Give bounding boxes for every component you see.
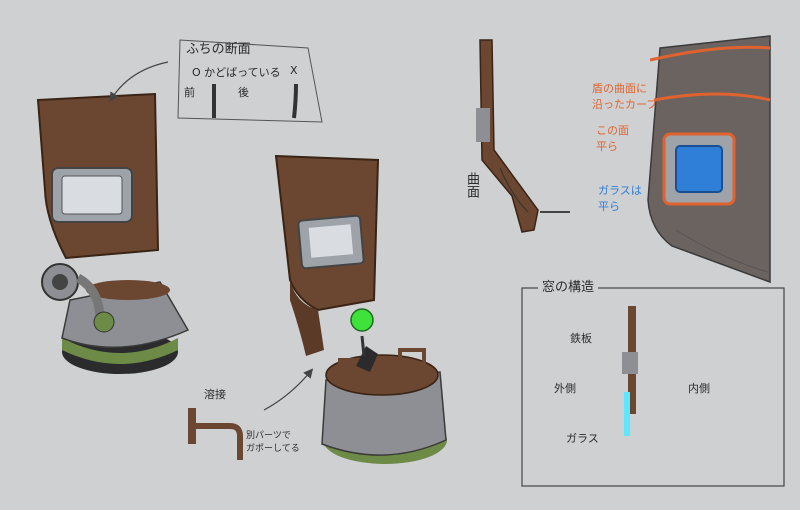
robot-angle-view [274, 154, 447, 464]
weld-pipe [196, 423, 243, 460]
window-closeup [647, 35, 771, 284]
this-face-flat-label: この面 平ら [596, 124, 629, 153]
rim-front-label: 前 [184, 86, 195, 99]
separate-parts-label: 別パーツで ガポーしてる [246, 431, 300, 454]
curved-surface-label: 曲面 [464, 172, 479, 198]
welding-detail [188, 368, 314, 460]
structure-glass [624, 392, 630, 436]
robot2-handle-left [338, 358, 358, 378]
curve-along-shield-label: 盾の曲面に 沿ったカーブ [592, 82, 658, 111]
shield-curve-mark [499, 167, 529, 213]
robot1-hose-joint [93, 311, 115, 333]
structure-frame [521, 287, 785, 487]
robot2-lever-stick [360, 335, 366, 357]
robot1-window-glass [61, 175, 123, 215]
robot2-handle-right [398, 348, 426, 366]
robot1-motor-core [52, 274, 68, 290]
welding-label: 溶接 [204, 388, 226, 401]
closeup-glass [675, 145, 723, 193]
iron-plate-label: 鉄板 [570, 332, 592, 345]
rim-section-frame [177, 39, 323, 123]
rim-back-label: 後 [238, 86, 249, 99]
shield-profile-window [476, 108, 490, 142]
robot-front-view [36, 92, 190, 374]
closeup-shadow [675, 229, 769, 273]
closeup-curve-top [649, 45, 771, 62]
rim-bad-label: X [290, 64, 298, 77]
robot2-window-glass [308, 224, 354, 258]
rim-section-title: ふちの断面 [186, 42, 251, 57]
robot2-shield-bend [290, 280, 324, 356]
rim-arrow [109, 61, 169, 103]
glass-flat-label: ガラスは 平ら [598, 184, 642, 213]
robot2-lever-knob [350, 308, 374, 332]
shield-profile-plate [479, 39, 539, 233]
weld-arrow [263, 368, 314, 411]
window-structure-diagram [521, 287, 785, 487]
outside-label: 外側 [554, 382, 576, 395]
rim-good-label: O かどばっている [192, 66, 281, 79]
glass-label: ガラス [566, 432, 599, 445]
inside-label: 内側 [688, 382, 710, 395]
structure-frame-part [622, 352, 638, 374]
closeup-curve-bottom [653, 92, 771, 102]
robot2-lever-base [356, 346, 378, 372]
robot1-lid [86, 280, 170, 300]
shield-profile-sketch [476, 39, 570, 233]
robot1-green-ring [62, 338, 178, 364]
weld-plate [188, 408, 196, 444]
rim-bad-profile [292, 83, 298, 119]
rim-section-sketch [109, 39, 323, 123]
window-structure-title: 窓の構造 [538, 276, 599, 295]
